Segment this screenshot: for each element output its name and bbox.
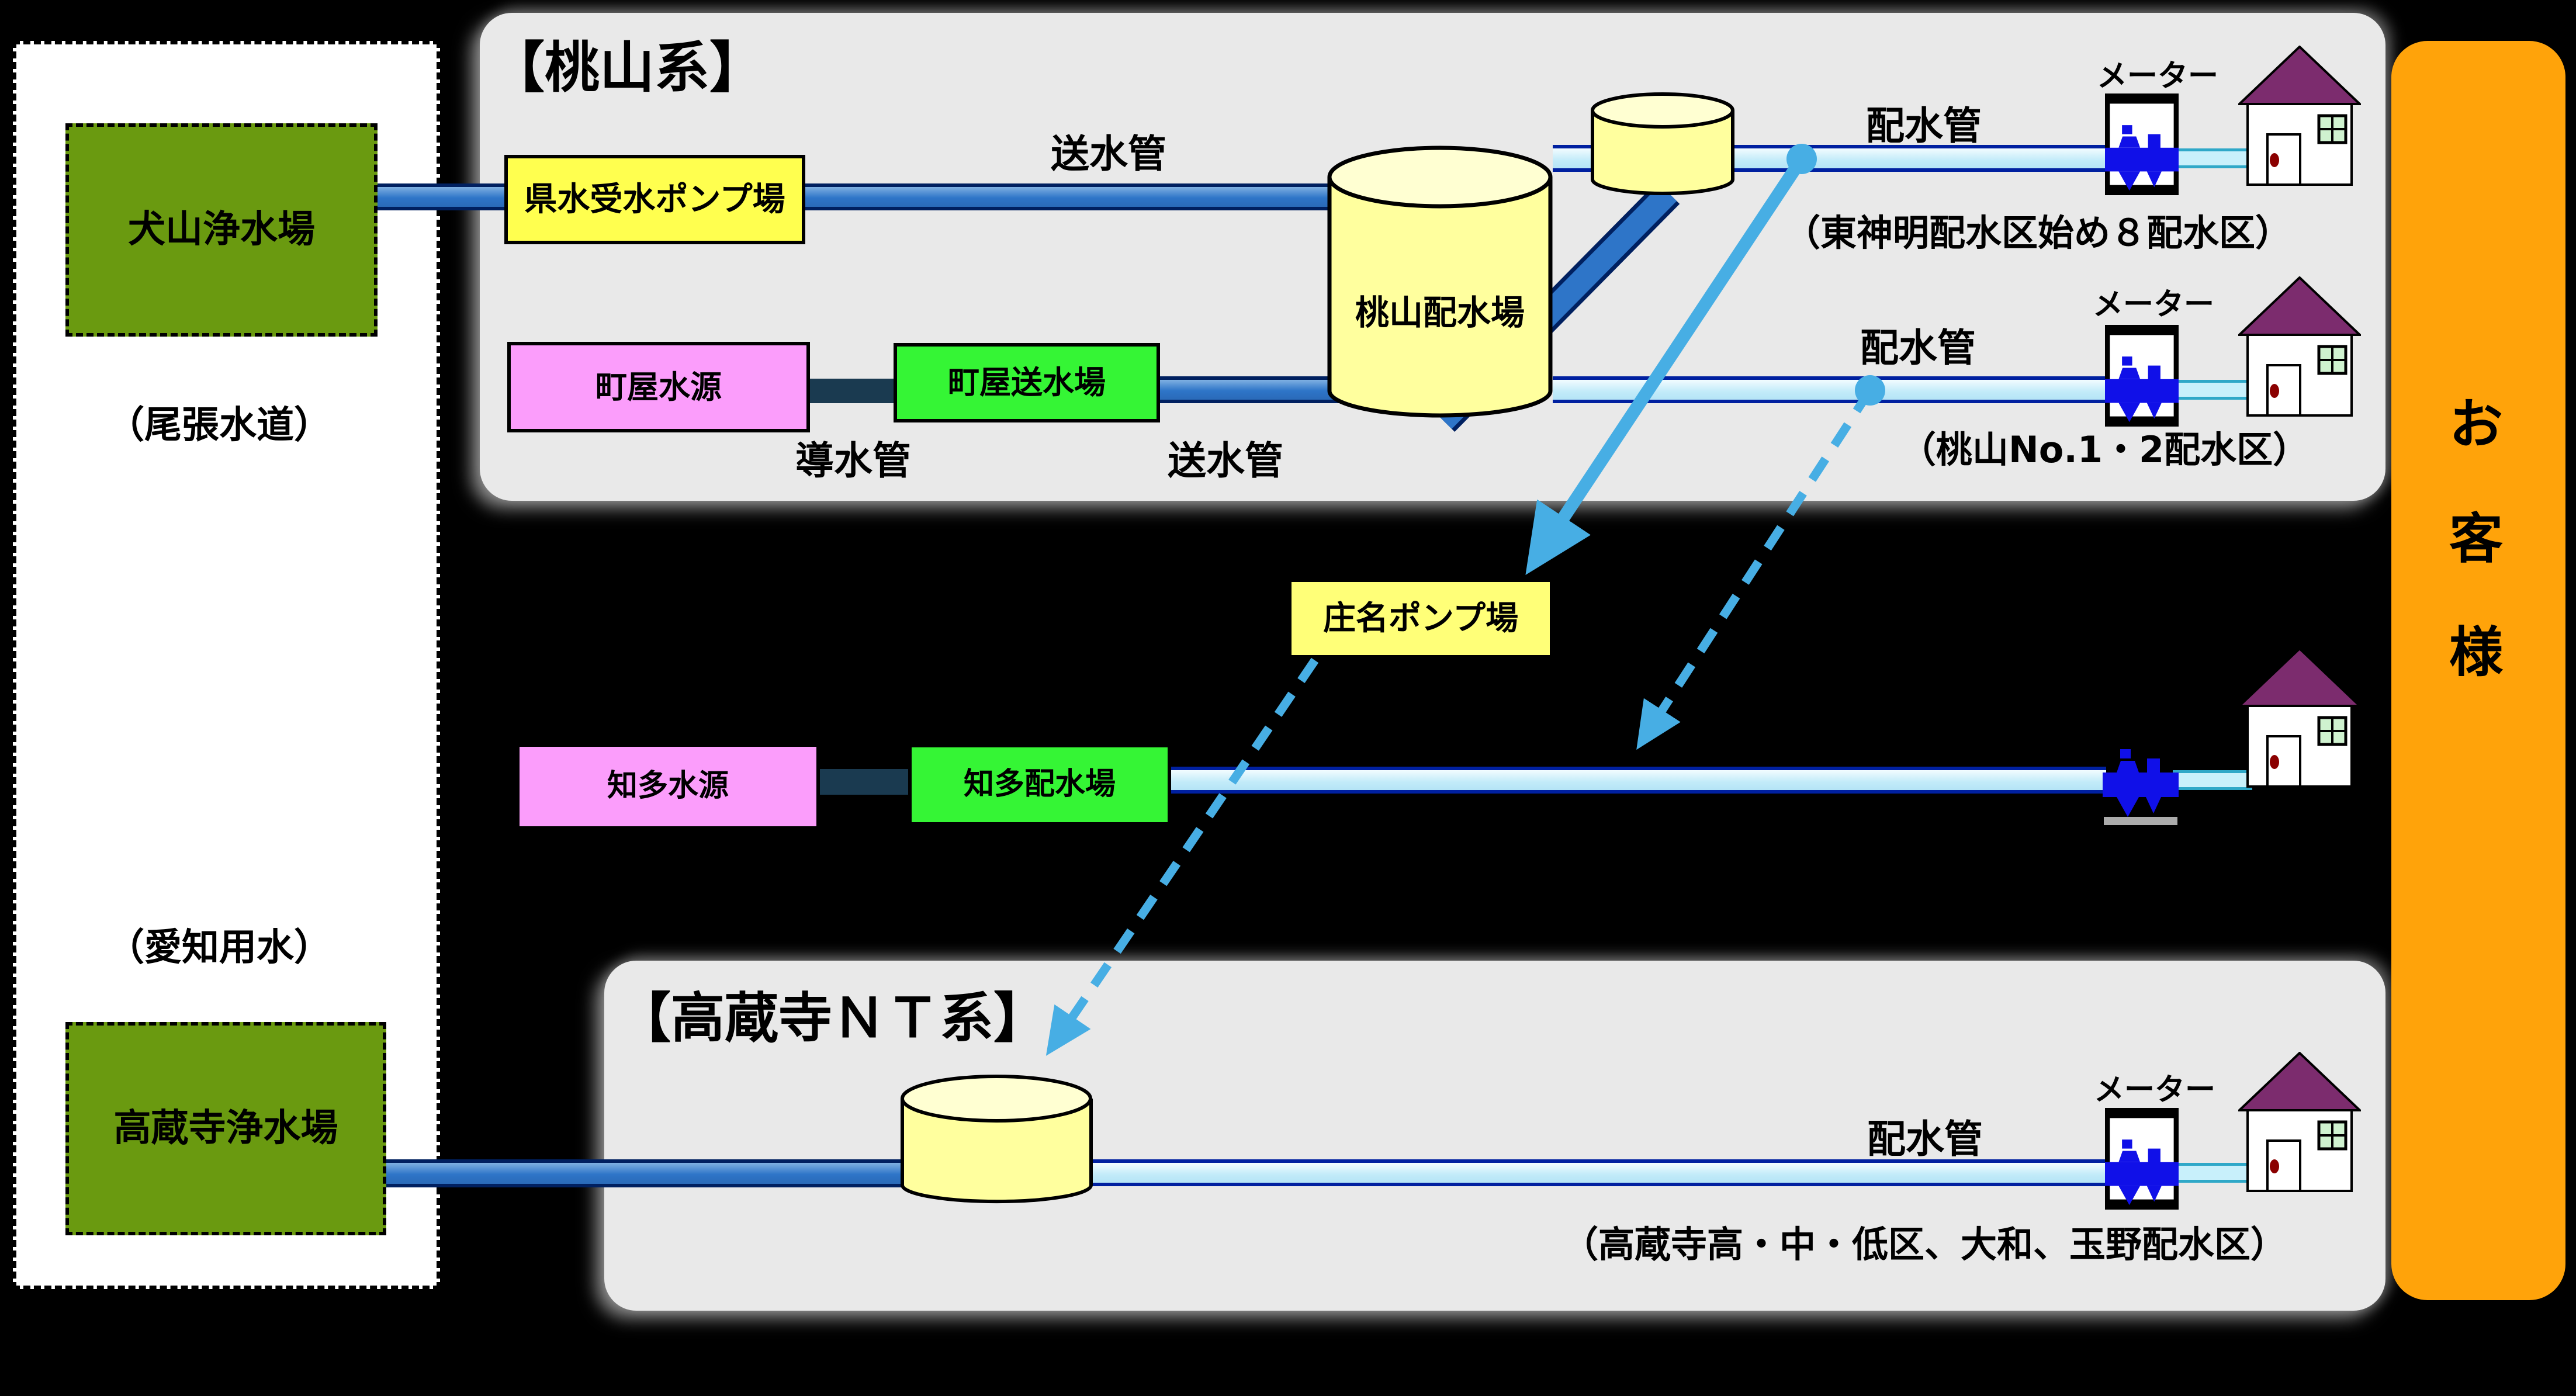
chita-haisuikan-pipe: [1171, 767, 2106, 794]
customer-bar: [2391, 41, 2565, 1300]
haisuikan-label-4: 配水管: [1867, 1117, 1983, 1162]
momoyama-sub-tank-icon: [1591, 92, 1734, 195]
district-label-1: （東神明配水区始め８配水区）: [1784, 212, 2292, 254]
district-label-2: （桃山No.1・2配水区）: [1899, 428, 2310, 471]
shona-pump-box: 庄名ポンプ場: [1289, 580, 1552, 657]
sosuikan-pipe-kozoji: [386, 1159, 941, 1187]
kozoji-tank-icon: [901, 1075, 1093, 1204]
meter-label-1: メーター: [2096, 58, 2219, 94]
dosuikan-pipe: [810, 379, 896, 403]
inuyama-plant-box: 犬山浄水場: [65, 123, 378, 337]
water-meter-icon-4: [2105, 1108, 2179, 1210]
water-meter-icon-1: [2105, 93, 2179, 195]
momoyama-tank-icon: [1327, 146, 1553, 418]
chita-tank-box: 知多配水場: [908, 744, 1171, 826]
sosuikan-label-1: 送水管: [1051, 131, 1166, 176]
owari-waterworks-label: （尾張水道）: [107, 404, 331, 447]
haisuikan-label-2: 配水管: [1860, 325, 1976, 370]
service-pipe-3: [2173, 770, 2252, 790]
machiya-sosui-box: 町屋送水場: [894, 343, 1160, 422]
kozoji-nt-title: 【高蔵寺ＮＴ系】: [617, 987, 1048, 1049]
house-icon-1: [2238, 46, 2361, 186]
dosuikan-label: 導水管: [795, 438, 911, 483]
customer-char-2: 客: [2449, 508, 2504, 570]
chita-raw-pipe: [818, 769, 912, 795]
district-label-4: （高蔵寺高・中・低区、大和、玉野配水区）: [1561, 1223, 2287, 1266]
house-icon-2: [2238, 276, 2361, 417]
aichi-waterworks-label: （愛知用水）: [107, 926, 331, 969]
house-icon-3: [2238, 647, 2361, 788]
sosuikan-label-2: 送水管: [1168, 438, 1283, 483]
chita-source-box: 知多水源: [516, 743, 820, 830]
service-pipe-1: [2176, 148, 2252, 168]
haisuikan-label-1: 配水管: [1866, 103, 1982, 148]
house-icon-4: [2238, 1052, 2361, 1192]
water-meter-icon-2: [2105, 325, 2179, 427]
kozoji-plant-box: 高蔵寺浄水場: [65, 1022, 386, 1235]
service-pipe-2: [2176, 380, 2252, 400]
momoyama-tank-label: 桃山配水場: [1355, 293, 1525, 332]
momoyama-title: 【桃山系】: [490, 36, 765, 100]
meter-label-4: メーター: [2093, 1072, 2216, 1108]
customer-char-1: お: [2449, 393, 2504, 456]
customer-char-3: 様: [2449, 621, 2504, 684]
haisuikan-pipe-2: [1553, 376, 2112, 403]
service-pipe-4: [2176, 1163, 2252, 1183]
water-meter-icon-3: [2103, 716, 2179, 833]
meter-label-2: メーター: [2092, 287, 2215, 323]
kensui-pump-box: 県水受水ポンプ場: [504, 155, 805, 244]
machiya-source-box: 町屋水源: [507, 342, 810, 432]
haisuikan-pipe-4: [1087, 1159, 2110, 1186]
